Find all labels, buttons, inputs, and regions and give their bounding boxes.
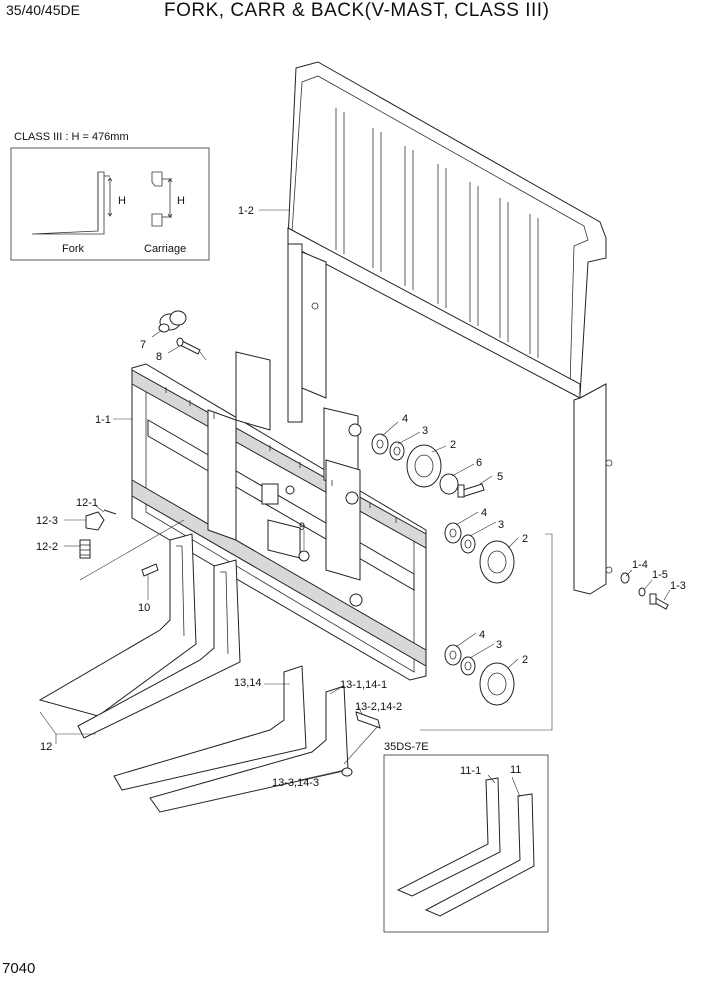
callout-9: 9	[299, 521, 305, 533]
callout-1-2: 1-2	[238, 205, 254, 217]
inset-fork-h: H	[118, 195, 126, 207]
callout-13-14: 13,14	[234, 677, 262, 689]
roller-set-upper	[371, 433, 485, 498]
inset-fork-shape	[31, 171, 105, 235]
callout-2b: 2	[522, 533, 528, 545]
callout-3c: 3	[496, 639, 502, 651]
inset-carriage-label: Carriage	[144, 243, 186, 255]
leader-lines	[39, 209, 671, 798]
callout-1-4: 1-4	[632, 559, 648, 571]
callout-4b: 4	[481, 507, 487, 519]
callout-6: 6	[476, 457, 482, 469]
inset-carriage-h: H	[177, 195, 185, 207]
extension-forks	[113, 665, 381, 813]
callout-5: 5	[497, 471, 503, 483]
callout-1-1: 1-1	[95, 414, 111, 426]
page-number: 7040	[2, 960, 36, 977]
callout-13-2: 13-2,14-2	[355, 701, 402, 713]
inset-carriage-lower	[151, 213, 163, 227]
callout-13-3: 13-3,14-3	[272, 777, 319, 789]
inset-fork-label: Fork	[62, 243, 85, 255]
callout-labels: 1-2 1-1 7 8 4 3 2 6 5 4 3 2 4 3 2 9 10 1…	[36, 205, 686, 789]
callout-3b: 3	[498, 519, 504, 531]
inset-carriage-upper	[151, 171, 163, 187]
fork-carriage	[131, 351, 427, 681]
roller-set-lower	[444, 644, 515, 706]
callout-13-1: 13-1,14-1	[340, 679, 387, 691]
callout-8: 8	[156, 351, 162, 363]
callout-12-3: 12-3	[36, 515, 58, 527]
callout-12: 12	[40, 741, 52, 753]
inset-class-title: CLASS III : H = 476mm	[14, 131, 129, 143]
main-forks	[38, 533, 241, 739]
callout-1-5: 1-5	[652, 569, 668, 581]
load-backrest	[287, 61, 613, 595]
inset-variant-title: 35DS-7E	[384, 741, 429, 753]
callout-11: 11	[510, 764, 521, 776]
roller-set-middle	[444, 522, 515, 584]
callout-2a: 2	[450, 439, 456, 451]
backrest-fasteners	[620, 572, 669, 610]
callout-11-1: 11-1	[460, 765, 481, 777]
callout-10: 10	[138, 602, 150, 614]
callout-1-3: 1-3	[670, 580, 686, 592]
callout-12-1: 12-1	[76, 497, 98, 509]
class-iii-inset: CLASS III : H = 476mm H Fork H Carriage	[10, 131, 210, 261]
variant-inset: 35DS-7E	[383, 741, 549, 933]
fork-lock-parts	[79, 509, 159, 577]
callout-4a: 4	[402, 413, 408, 425]
callout-3a: 3	[422, 425, 428, 437]
callout-2c: 2	[522, 654, 528, 666]
diagram-title: FORK, CARR & BACK(V-MAST, CLASS III)	[164, 0, 550, 21]
callout-7: 7	[140, 339, 146, 351]
callout-12-2: 12-2	[36, 541, 58, 553]
stopper-parts	[158, 310, 201, 355]
model-label: 35/40/45DE	[6, 2, 80, 18]
callout-4c: 4	[479, 629, 485, 641]
